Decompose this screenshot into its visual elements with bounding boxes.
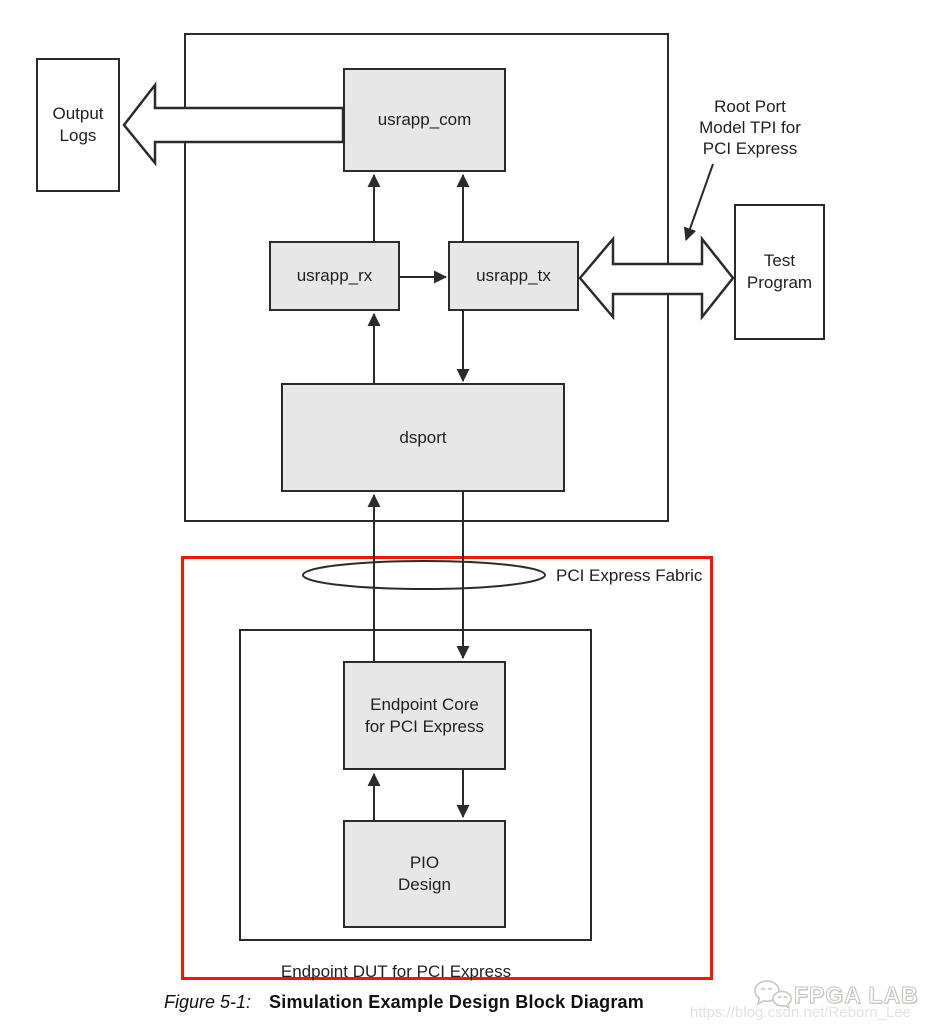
- usrapp-tx-label: usrapp_tx: [476, 266, 551, 285]
- output-logs-label: Output Logs: [52, 104, 104, 145]
- usrapp-rx-label: usrapp_rx: [296, 266, 373, 285]
- endpoint-dut-frame: [239, 629, 592, 941]
- pio-design-label: PIO Design: [398, 853, 451, 894]
- pci-express-fabric-label: PCI Express Fabric: [556, 566, 703, 585]
- endpoint-dut-highlight-frame: [181, 556, 713, 980]
- figure-number: Figure 5-1:: [164, 992, 252, 1012]
- watermark-url: https://blog.csdn.net/Reborn_Lee: [690, 1004, 911, 1021]
- dsport-block: dsport: [281, 383, 565, 492]
- root-port-model-label: Root Port Model TPI for PCI Express: [699, 97, 801, 158]
- watermark-brand: FPGA LAB: [794, 982, 919, 1009]
- usrapp-com-label: usrapp_com: [377, 110, 472, 129]
- output-logs-block: Output Logs: [36, 58, 120, 192]
- usrapp-com-block: usrapp_com: [343, 68, 506, 172]
- usrapp-tx-block: usrapp_tx: [448, 241, 579, 311]
- dsport-label: dsport: [399, 427, 447, 447]
- figure-caption: Figure 5-1: Simulation Example Design Bl…: [164, 992, 644, 1013]
- test-program-block: Test Program: [734, 204, 825, 340]
- endpoint-core-block: Endpoint Core for PCI Express: [343, 661, 506, 770]
- endpoint-dut-label: Endpoint DUT for PCI Express: [280, 962, 512, 981]
- endpoint-core-label: Endpoint Core for PCI Express: [364, 694, 485, 736]
- wechat-icon: [754, 980, 793, 1009]
- root-port-pointer-arrow: [683, 163, 714, 241]
- usrapp-rx-block: usrapp_rx: [269, 241, 400, 311]
- figure-title: Simulation Example Design Block Diagram: [269, 992, 644, 1012]
- test-program-label: Test Program: [746, 251, 813, 292]
- pio-design-block: PIO Design: [343, 820, 506, 928]
